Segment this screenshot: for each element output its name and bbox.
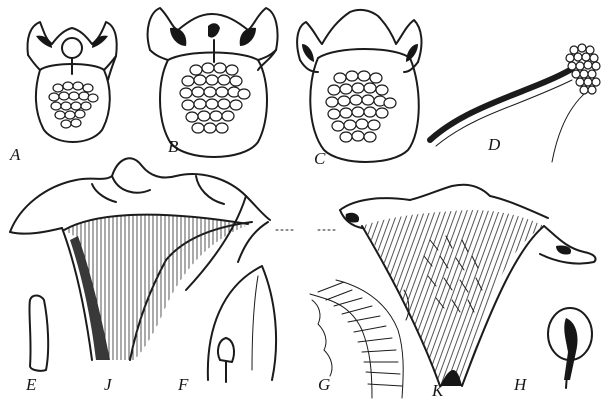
label-e: E bbox=[25, 375, 37, 394]
figure-j-flower: J bbox=[10, 158, 270, 394]
label-b: B bbox=[168, 137, 179, 156]
figure-a-ovary-section: A bbox=[9, 22, 117, 164]
figure-h-seed: H bbox=[513, 308, 592, 394]
figure-d-placenta-strand: D bbox=[430, 44, 600, 162]
figure-b-ovules bbox=[180, 63, 250, 133]
figure-c-ovary-section: C bbox=[297, 10, 421, 168]
figure-b-ovary-section: B bbox=[148, 8, 278, 157]
label-g: G bbox=[318, 375, 330, 394]
figure-k-section: K bbox=[340, 185, 596, 400]
label-a: A bbox=[9, 145, 21, 164]
figure-d-ovule-cluster bbox=[566, 44, 600, 94]
figure-a-ovules bbox=[49, 82, 98, 128]
label-c: C bbox=[314, 149, 326, 168]
figure-e-stamen: E bbox=[25, 296, 48, 395]
label-f: F bbox=[177, 375, 189, 394]
figure-c-ovules bbox=[326, 71, 396, 142]
figure-f-petal: F bbox=[177, 266, 276, 394]
figure-g-tissue: G bbox=[310, 280, 409, 398]
label-j: J bbox=[104, 375, 113, 394]
label-d: D bbox=[487, 135, 501, 154]
label-h: H bbox=[513, 375, 528, 394]
label-k: K bbox=[431, 381, 445, 400]
